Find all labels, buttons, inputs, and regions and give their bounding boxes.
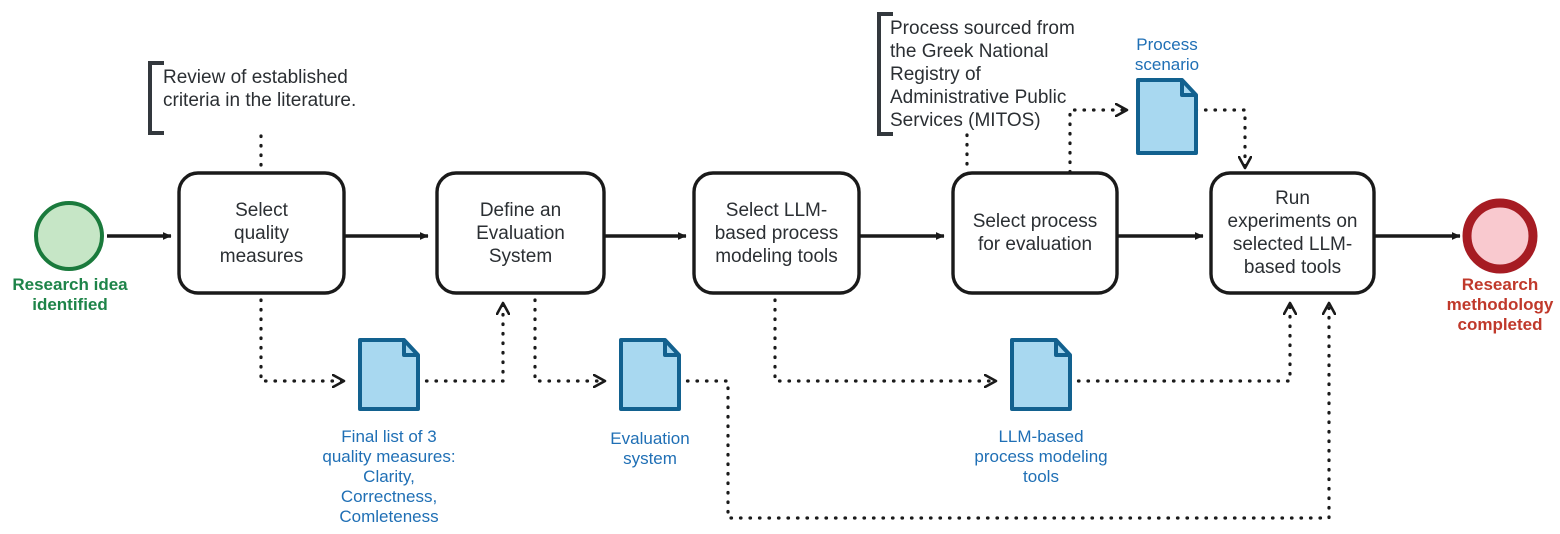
end-event-circle — [1462, 198, 1538, 274]
data-object-evaluation-system-shape[interactable] — [619, 338, 681, 411]
task-box-define-evaluation-system[interactable] — [435, 171, 606, 295]
annotation-bracket-mitos — [877, 12, 893, 136]
task-boxes — [177, 171, 1376, 295]
task-box-select-quality-measures[interactable] — [177, 171, 346, 295]
data-object-final-list-fold — [402, 340, 418, 357]
data-object-llm-tools-shape[interactable] — [1010, 338, 1072, 411]
assoc-task2-to-data2 — [533, 298, 607, 381]
data-object-process-scenario-fold — [1180, 80, 1196, 97]
task-box-select-llm-tools[interactable] — [692, 171, 861, 295]
annotation-brackets — [148, 12, 893, 136]
data-object-llm-tools-fold — [1054, 340, 1070, 357]
assoc-task3-to-data3 — [773, 298, 998, 381]
data-object-evaluation-system-fold — [663, 340, 679, 357]
assoc-data-scenario-to-task5 — [1194, 108, 1245, 170]
data-object-process-scenario-shape[interactable] — [1136, 78, 1198, 155]
assoc-task1-to-data1 — [259, 298, 346, 381]
data-objects — [358, 78, 1198, 411]
assoc-data3-to-task5 — [1067, 301, 1290, 383]
task-box-run-experiments[interactable] — [1209, 171, 1376, 295]
annotation-bracket-literature — [148, 61, 164, 135]
assoc-data1-to-task2 — [415, 301, 503, 383]
assoc-data2-to-task5 — [676, 301, 1329, 520]
assoc-task4-to-data-scenario — [1068, 110, 1129, 174]
associations — [259, 108, 1329, 520]
task-box-select-process[interactable] — [951, 171, 1119, 295]
data-object-final-list-shape[interactable] — [358, 338, 420, 411]
start-event-circle — [34, 201, 104, 271]
